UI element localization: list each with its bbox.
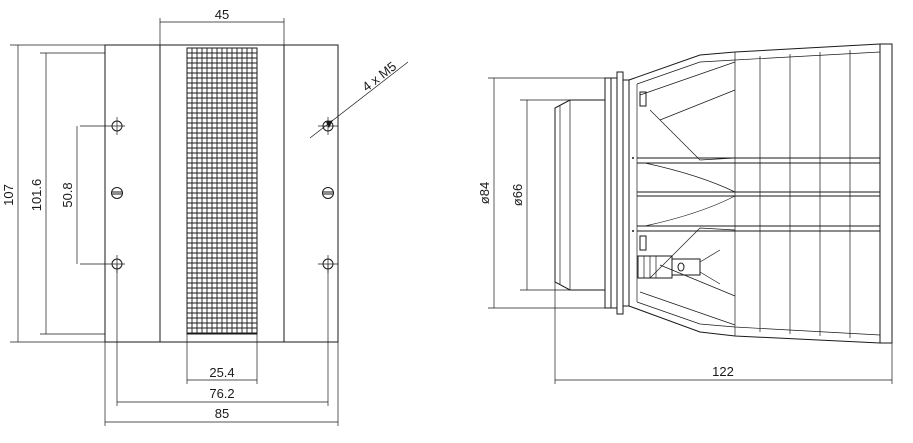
dim-label-101-6: 101.6 <box>29 179 44 212</box>
dim-label-50-8: 50.8 <box>60 182 75 207</box>
flange <box>616 71 624 315</box>
mount-hole-bottom-left <box>80 255 125 273</box>
dim-outer-diameter: ø84 <box>477 77 605 309</box>
screw-right <box>322 187 334 199</box>
side-view: ø84 ø66 122 <box>477 43 893 384</box>
magnet-assembly <box>554 99 606 291</box>
mount-hole-top-left <box>80 117 125 135</box>
horn-body <box>628 43 893 344</box>
dim-depth: 122 <box>554 282 893 384</box>
dim-label-66: ø66 <box>510 184 525 206</box>
horn-rails <box>637 157 880 232</box>
front-view: 45 4 x M5 107 101.6 50.8 <box>1 7 409 426</box>
dim-label-107: 107 <box>1 184 16 206</box>
dim-width-total: 85 <box>104 342 339 426</box>
dim-label-25-4: 25.4 <box>209 365 234 380</box>
screw-left <box>111 187 123 199</box>
dim-label-85: 85 <box>215 406 229 421</box>
front-plate <box>104 44 339 343</box>
horn-throat <box>644 162 736 227</box>
terminal-connector <box>637 249 721 285</box>
dim-label-84: ø84 <box>477 182 492 204</box>
dim-label-4xm5: 4 x M5 <box>359 59 399 95</box>
dim-label-76-2: 76.2 <box>209 386 234 401</box>
dim-inner-diameter: ø66 <box>510 99 570 291</box>
dim-height-inner: 101.6 <box>29 52 105 335</box>
dim-label-45: 45 <box>215 7 229 22</box>
dim-grille-width: 45 <box>159 7 285 45</box>
dim-height-total: 107 <box>1 44 105 343</box>
dim-label-122: 122 <box>712 364 734 379</box>
dim-hole-spacing-horizontal: 76.2 <box>116 264 329 406</box>
mesh-grille <box>186 47 258 335</box>
dim-slot-width: 25.4 <box>186 334 258 384</box>
dim-hole-spacing-vertical: 50.8 <box>60 126 78 264</box>
